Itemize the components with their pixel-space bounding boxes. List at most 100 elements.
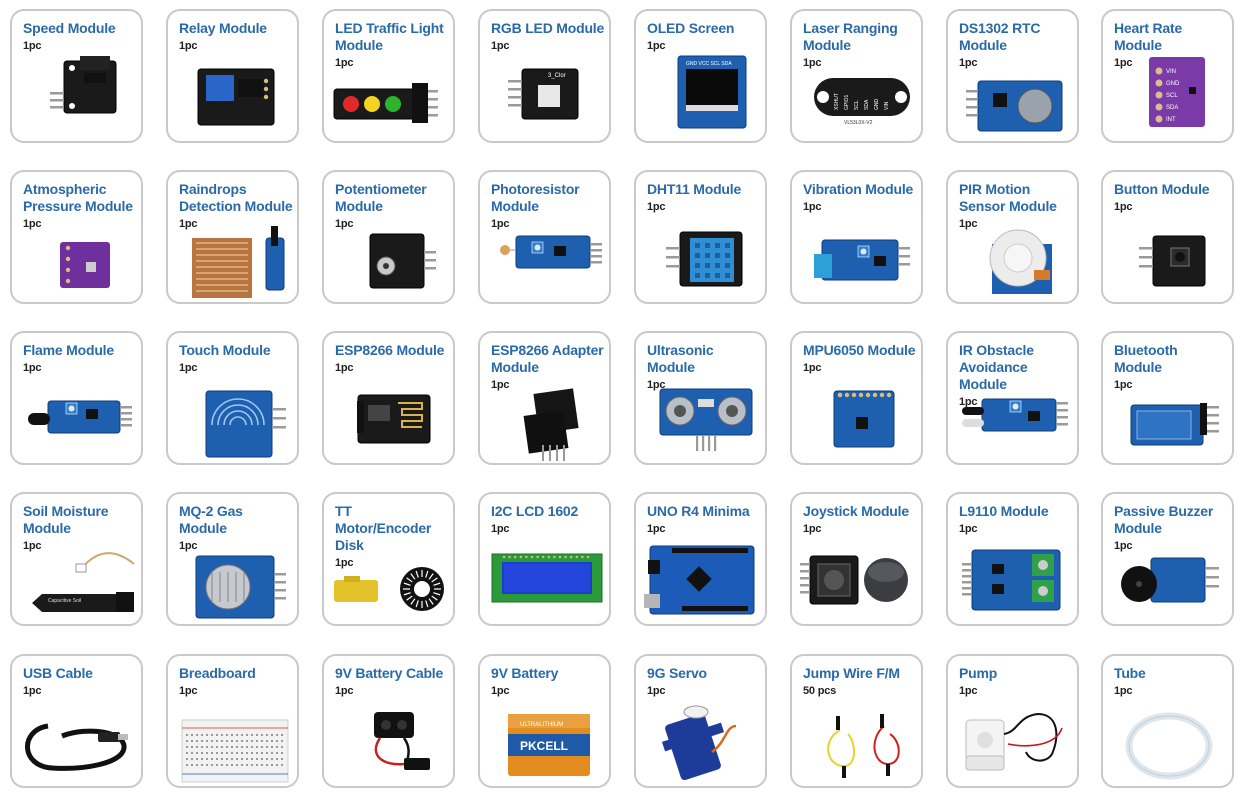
product-quantity: 1pc	[335, 362, 354, 374]
svg-text:SDA: SDA	[1166, 105, 1178, 111]
product-quantity: 1pc	[179, 362, 198, 374]
product-quantity: 1pc	[335, 557, 354, 569]
product-quantity: 1pc	[179, 218, 198, 230]
vibration-icon	[814, 239, 910, 281]
rtc-module-icon	[966, 80, 1063, 132]
product-quantity: 1pc	[179, 40, 198, 52]
jump-wire-icon	[827, 714, 900, 778]
usb-cable-icon	[25, 723, 128, 771]
svg-text:INT: INT	[1166, 117, 1176, 123]
button-module-icon	[1139, 235, 1206, 287]
product-quantity: 1pc	[647, 40, 666, 52]
touch-module-icon	[205, 390, 286, 458]
dht11-icon	[666, 231, 743, 287]
pressure-module-icon	[60, 242, 110, 288]
product-quantity: 1pc	[23, 685, 42, 697]
product-quantity: 1pc	[335, 57, 354, 69]
svg-text:SCL: SCL	[854, 100, 860, 110]
product-quantity: 1pc	[23, 362, 42, 374]
svg-text:3_Clor: 3_Clor	[548, 73, 566, 79]
svg-text:PKCELL: PKCELL	[520, 739, 568, 753]
product-quantity: 50 pcs	[803, 685, 837, 697]
svg-text:SDA: SDA	[864, 99, 870, 110]
product-quantity: 1pc	[959, 218, 978, 230]
product-quantity: 1pc	[335, 685, 354, 697]
product-quantity: 1pc	[1114, 57, 1133, 69]
product-quantity: 1pc	[179, 540, 198, 552]
flame-module-icon	[28, 400, 132, 434]
product-quantity: 1pc	[647, 685, 666, 697]
relay-module-icon	[197, 68, 275, 126]
product-quantity: 1pc	[491, 685, 510, 697]
product-quantity: 1pc	[23, 540, 42, 552]
soil-moisture-icon: Capacitive Soil	[32, 552, 135, 612]
motor-driver-icon	[962, 549, 1061, 611]
product-quantity: 1pc	[959, 523, 978, 535]
lcd-1602-icon	[491, 553, 603, 603]
svg-text:Capacitive Soil: Capacitive Soil	[48, 598, 81, 604]
product-quantity: 1pc	[491, 523, 510, 535]
ultrasonic-icon	[659, 388, 753, 451]
rgb-led-icon: 3_Clor	[508, 68, 579, 120]
